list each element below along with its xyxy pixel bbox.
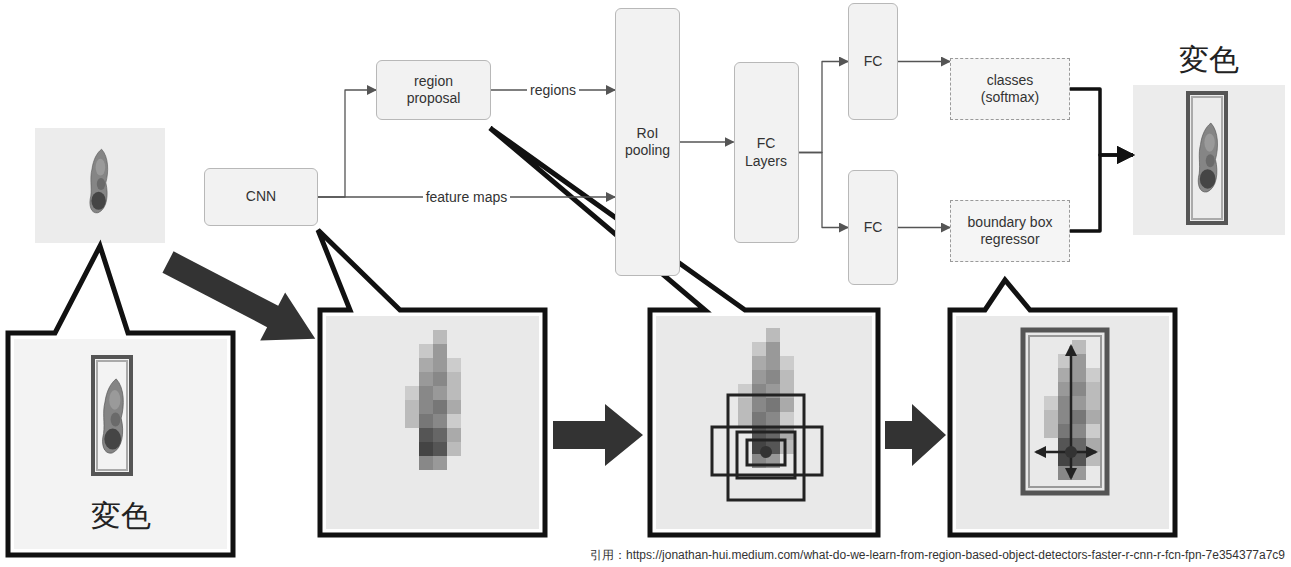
box-label: CNN (246, 188, 276, 206)
anchor-box (728, 395, 804, 500)
connector-arrow (1070, 155, 1133, 231)
connector-arrow (898, 61, 950, 62)
box-center (1065, 446, 1077, 458)
detection-box-inner (97, 361, 127, 470)
anchor-box (712, 427, 822, 475)
result-image: 変色 (1133, 42, 1285, 235)
process-box: FC Layers (734, 62, 799, 243)
process-box: CNN (204, 168, 318, 226)
regressed-box-inner (1029, 336, 1101, 487)
output-box: boundary box regressor (950, 200, 1070, 262)
anchor-box (747, 440, 785, 465)
connector-arrow (680, 141, 734, 142)
bean-picture (90, 149, 108, 213)
callout-panel: 変色 (13, 338, 228, 550)
connector-arrow (799, 62, 849, 153)
citation-note: 引用：https://jonathan-hui.medium.com/what-… (590, 547, 1285, 564)
panel-ground (326, 316, 539, 529)
panel-ground (14, 339, 227, 549)
anchor-box (737, 432, 795, 478)
input-image (35, 128, 165, 243)
box-label: boundary box regressor (960, 214, 1060, 249)
detection-box (1188, 93, 1226, 223)
process-box: region proposal (376, 60, 491, 120)
box-label: region proposal (396, 73, 471, 108)
big-arrow-shape (553, 404, 643, 466)
box-label: FC (864, 53, 883, 71)
box-label: RoI pooling (620, 125, 675, 160)
regressed-box (1023, 330, 1107, 493)
heading-text: 変色 (1179, 42, 1239, 78)
process-box: RoI pooling (615, 8, 680, 276)
process-box: FC (848, 170, 898, 285)
output-image (1133, 85, 1285, 235)
anchor-center (760, 446, 772, 458)
callout-panel (8, 246, 233, 555)
edge-label: regions (527, 82, 579, 99)
connector-arrow (1070, 89, 1133, 155)
connector-arrow (799, 153, 849, 228)
box-label: FC Layers (739, 135, 794, 170)
feature-map-pixels (738, 328, 794, 468)
bean-picture (103, 379, 124, 453)
connector-arrow (898, 227, 950, 228)
output-box: classes (softmax) (950, 58, 1070, 120)
feature-map-pixels (405, 330, 461, 470)
bean-picture (1198, 123, 1217, 192)
box-label: FC (864, 219, 883, 237)
stretch-arrow (1070, 346, 1073, 478)
edge-label: feature maps (423, 189, 511, 206)
callout-panel (950, 280, 1175, 535)
feature-map-pixels (1044, 340, 1100, 480)
callout-panel (490, 128, 878, 535)
process-box: FC (848, 3, 898, 120)
connector-arrow (318, 90, 376, 197)
heading-text: 変色 (91, 498, 151, 534)
box-label: classes (softmax) (963, 72, 1058, 107)
detection-box (93, 357, 131, 474)
big-arrow-shape (885, 404, 946, 466)
callout-panel (318, 230, 545, 535)
panel-ground (656, 316, 872, 529)
panel-ground (956, 316, 1169, 529)
detection-box-inner (1192, 97, 1222, 219)
